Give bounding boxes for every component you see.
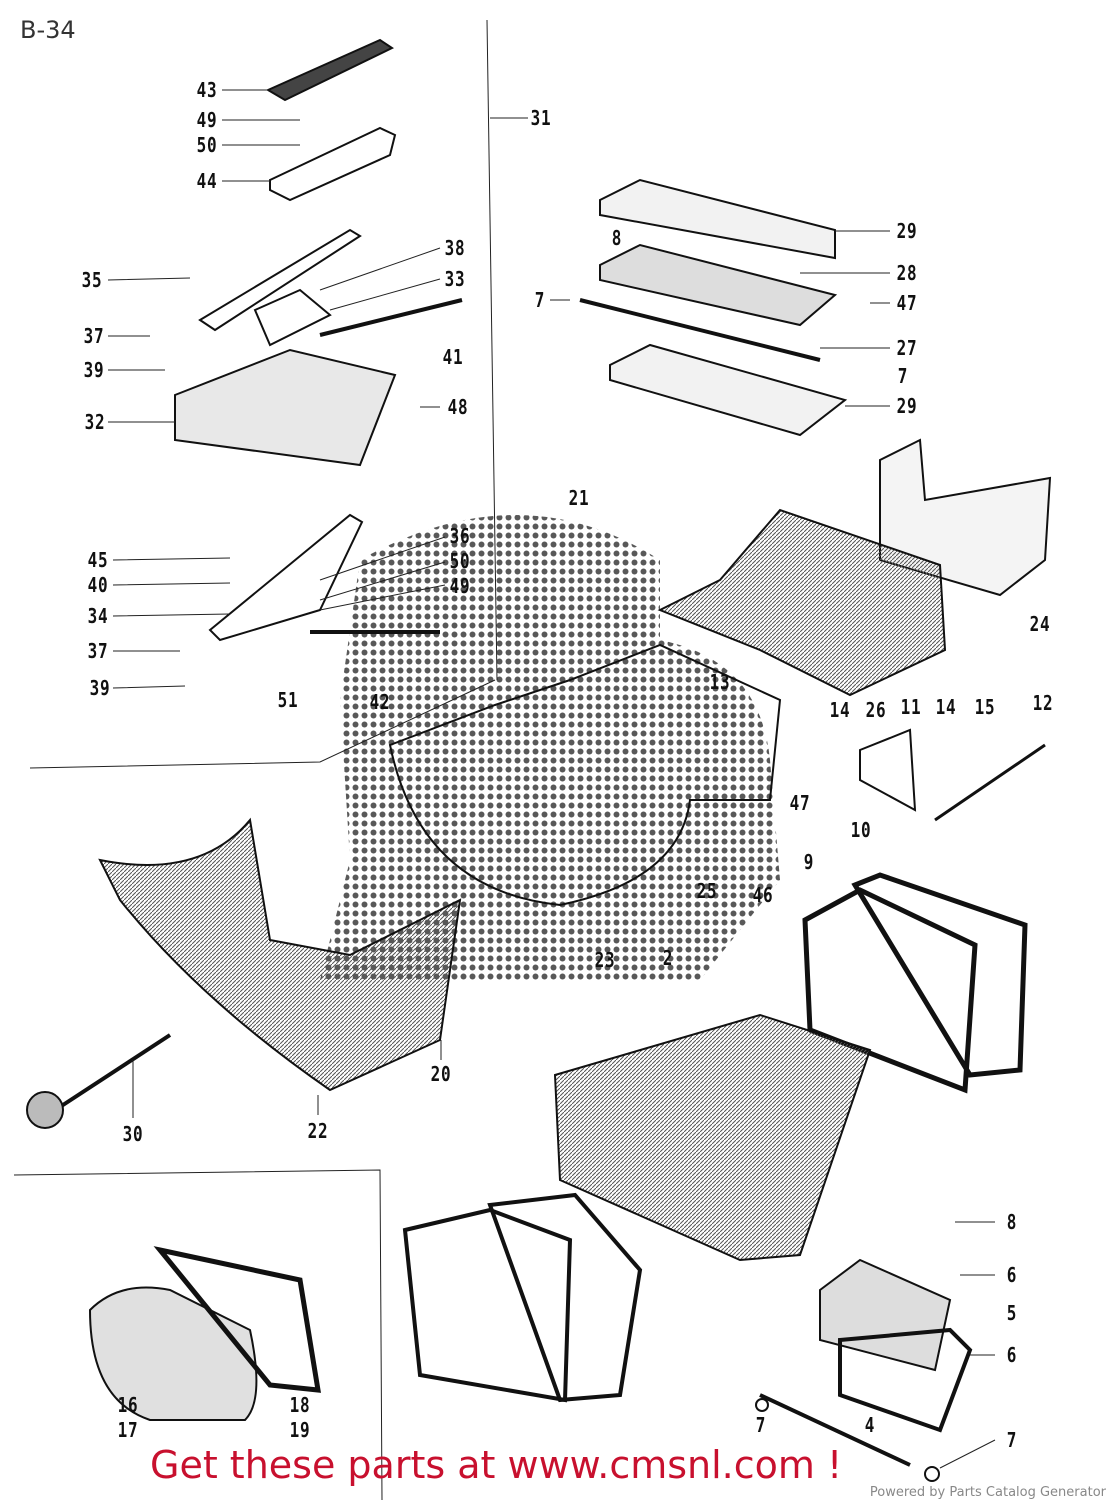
callout-10: 10 (850, 818, 872, 842)
part-41 (319, 298, 463, 337)
callout-33: 33 (444, 267, 466, 291)
callout-44: 44 (196, 169, 218, 193)
callout-7: 7 (755, 1413, 767, 1437)
part-29-top (599, 178, 836, 260)
callout-11: 11 (900, 695, 922, 719)
callout-47: 47 (789, 791, 811, 815)
part-44 (269, 126, 397, 202)
part-35 (198, 228, 362, 332)
part-5 (819, 1258, 952, 1372)
callout-48: 48 (447, 395, 469, 419)
callout-41: 41 (442, 345, 464, 369)
callout-42: 42 (369, 690, 391, 714)
callout-19: 19 (289, 1418, 311, 1442)
part-11 (859, 728, 917, 812)
callout-51: 51 (277, 688, 299, 712)
callout-28: 28 (896, 261, 918, 285)
callout-18: 18 (289, 1393, 311, 1417)
callout-25: 25 (696, 879, 718, 903)
part-28 (599, 243, 838, 327)
callout-26: 26 (865, 698, 887, 722)
callout-35: 35 (81, 268, 103, 292)
callout-21: 21 (568, 486, 590, 510)
callout-14: 14 (935, 695, 957, 719)
callout-43: 43 (196, 78, 218, 102)
callout-12: 12 (1032, 691, 1054, 715)
callout-36: 36 (449, 524, 471, 548)
part-4 (759, 1393, 911, 1467)
callout-34: 34 (87, 604, 109, 628)
callout-20: 20 (430, 1062, 452, 1086)
page-code: B-34 (20, 16, 76, 44)
callout-8: 8 (1006, 1210, 1018, 1234)
callout-27: 27 (896, 336, 918, 360)
callout-49: 49 (449, 574, 471, 598)
part-12 (934, 743, 1046, 822)
callout-47: 47 (896, 291, 918, 315)
watermark-text: Powered by Parts Catalog Generator (869, 1485, 1106, 1500)
shop-link-banner[interactable]: Get these parts at www.cmsnl.com ! (150, 1443, 843, 1487)
part-22 (98, 817, 462, 1092)
part-30-knob (26, 1091, 64, 1129)
callout-8: 8 (611, 226, 623, 250)
callout-37: 37 (87, 639, 109, 663)
callout-16: 16 (117, 1393, 139, 1417)
part-43 (265, 38, 395, 102)
callout-29: 29 (896, 219, 918, 243)
part-34 (208, 513, 364, 642)
callout-17: 17 (117, 1418, 139, 1442)
callout-15: 15 (974, 695, 996, 719)
gasket-right (487, 1192, 643, 1403)
callout-32: 32 (84, 410, 106, 434)
part-10 (851, 872, 1028, 1078)
callout-6: 6 (1006, 1343, 1018, 1367)
leader-lines (13, 19, 996, 1500)
callout-4: 4 (864, 1413, 876, 1437)
callout-37: 37 (83, 324, 105, 348)
callout-30: 30 (122, 1122, 144, 1146)
callout-7: 7 (897, 364, 909, 388)
callout-23: 23 (594, 948, 616, 972)
callout-46: 46 (752, 883, 774, 907)
gasket-left (402, 1207, 573, 1403)
callout-39: 39 (89, 676, 111, 700)
callout-45: 45 (87, 548, 109, 572)
callout-2: 2 (662, 946, 674, 970)
callout-50: 50 (196, 133, 218, 157)
callout-7: 7 (1006, 1428, 1018, 1452)
part-9 (802, 887, 978, 1094)
callout-6: 6 (1006, 1263, 1018, 1287)
callout-22: 22 (307, 1119, 329, 1143)
part-32 (174, 348, 397, 467)
callout-24: 24 (1029, 612, 1051, 636)
part-2 (553, 1013, 872, 1262)
part-29-bottom (609, 343, 848, 437)
callout-9: 9 (803, 850, 815, 874)
part-7-washer (924, 1466, 940, 1482)
callout-5: 5 (1006, 1301, 1018, 1325)
callout-39: 39 (83, 358, 105, 382)
callout-38: 38 (444, 236, 466, 260)
callout-7: 7 (534, 288, 546, 312)
part-6 (838, 1327, 973, 1433)
callout-40: 40 (87, 573, 109, 597)
callout-50: 50 (449, 549, 471, 573)
callout-49: 49 (196, 108, 218, 132)
part-7-washer-b (755, 1398, 769, 1412)
part-18 (153, 1246, 321, 1393)
part-25 (388, 643, 782, 907)
part-33 (253, 288, 332, 347)
callout-14: 14 (829, 698, 851, 722)
callout-29: 29 (896, 394, 918, 418)
callout-13: 13 (709, 670, 731, 694)
part-26 (657, 508, 947, 697)
part-27 (579, 298, 821, 362)
callout-31: 31 (530, 106, 552, 130)
